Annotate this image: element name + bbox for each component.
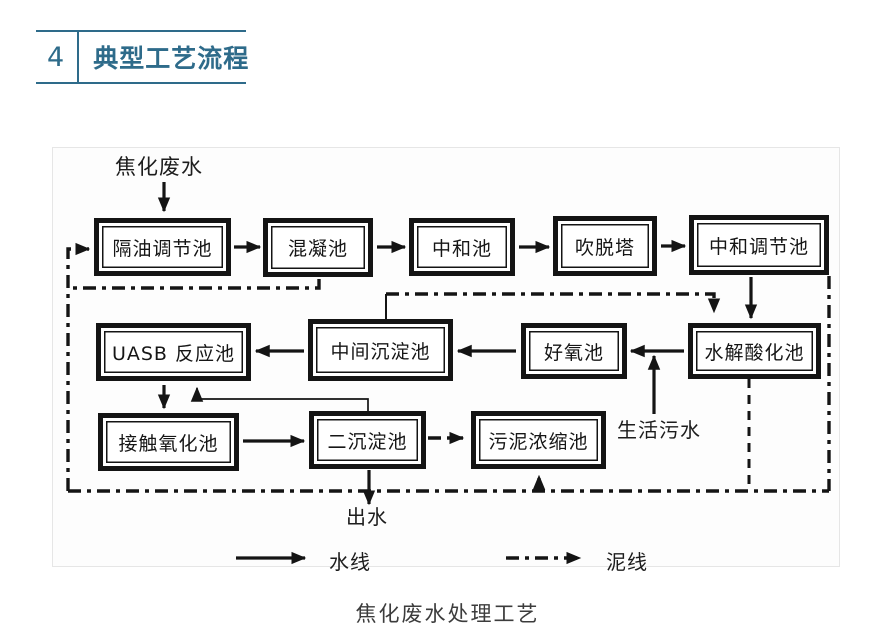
node-contact-oxidation-tank: 接触氧化池 bbox=[98, 413, 239, 471]
sludge-intermediate-to-hydrolysis bbox=[386, 292, 721, 314]
node-oil-separation-tank: 隔油调节池 bbox=[94, 218, 231, 276]
node-hydrolysis-acidification-tank: 水解酸化池 bbox=[688, 323, 821, 379]
arrow-secondary-settling-recycle-to-uasb bbox=[190, 386, 369, 411]
legend-sludge-line-label: 泥线 bbox=[606, 550, 648, 574]
diagram-lines bbox=[66, 182, 831, 565]
node-uasb-reactor: UASB 反应池 bbox=[96, 323, 251, 381]
node-secondary-settling-tank: 二沉淀池 bbox=[309, 411, 426, 469]
sludge-from-coagulation bbox=[70, 279, 321, 290]
legend-water-line-label: 水线 bbox=[329, 550, 371, 574]
domestic-sewage-label: 生活污水 bbox=[617, 418, 701, 442]
node-aerobic-tank: 好氧池 bbox=[521, 323, 627, 379]
node-coagulation-tank: 混凝池 bbox=[263, 218, 373, 277]
node-neutralization-regulating-tank: 中和调节池 bbox=[689, 215, 829, 275]
process-flow-diagram: 隔油调节池 混凝池 中和池 吹脱塔 中和调节池 UASB 反应池 中间沉淀池 好… bbox=[52, 147, 840, 574]
section-number: 4 bbox=[47, 41, 65, 73]
influent-label: 焦化废水 bbox=[115, 155, 203, 179]
effluent-label: 出水 bbox=[346, 505, 388, 529]
node-sludge-thickening-tank: 污泥浓缩池 bbox=[471, 411, 606, 469]
node-stripping-tower: 吹脱塔 bbox=[553, 216, 657, 276]
section-header: 4 典型工艺流程 bbox=[36, 30, 248, 84]
diagram-caption: 焦化废水处理工艺 bbox=[355, 602, 540, 626]
node-intermediate-settling-tank: 中间沉淀池 bbox=[308, 319, 453, 381]
header-divider bbox=[77, 32, 80, 82]
sludge-return-to-oil-separation bbox=[66, 242, 91, 491]
node-neutralization-tank: 中和池 bbox=[409, 218, 515, 276]
section-title: 典型工艺流程 bbox=[93, 44, 250, 73]
